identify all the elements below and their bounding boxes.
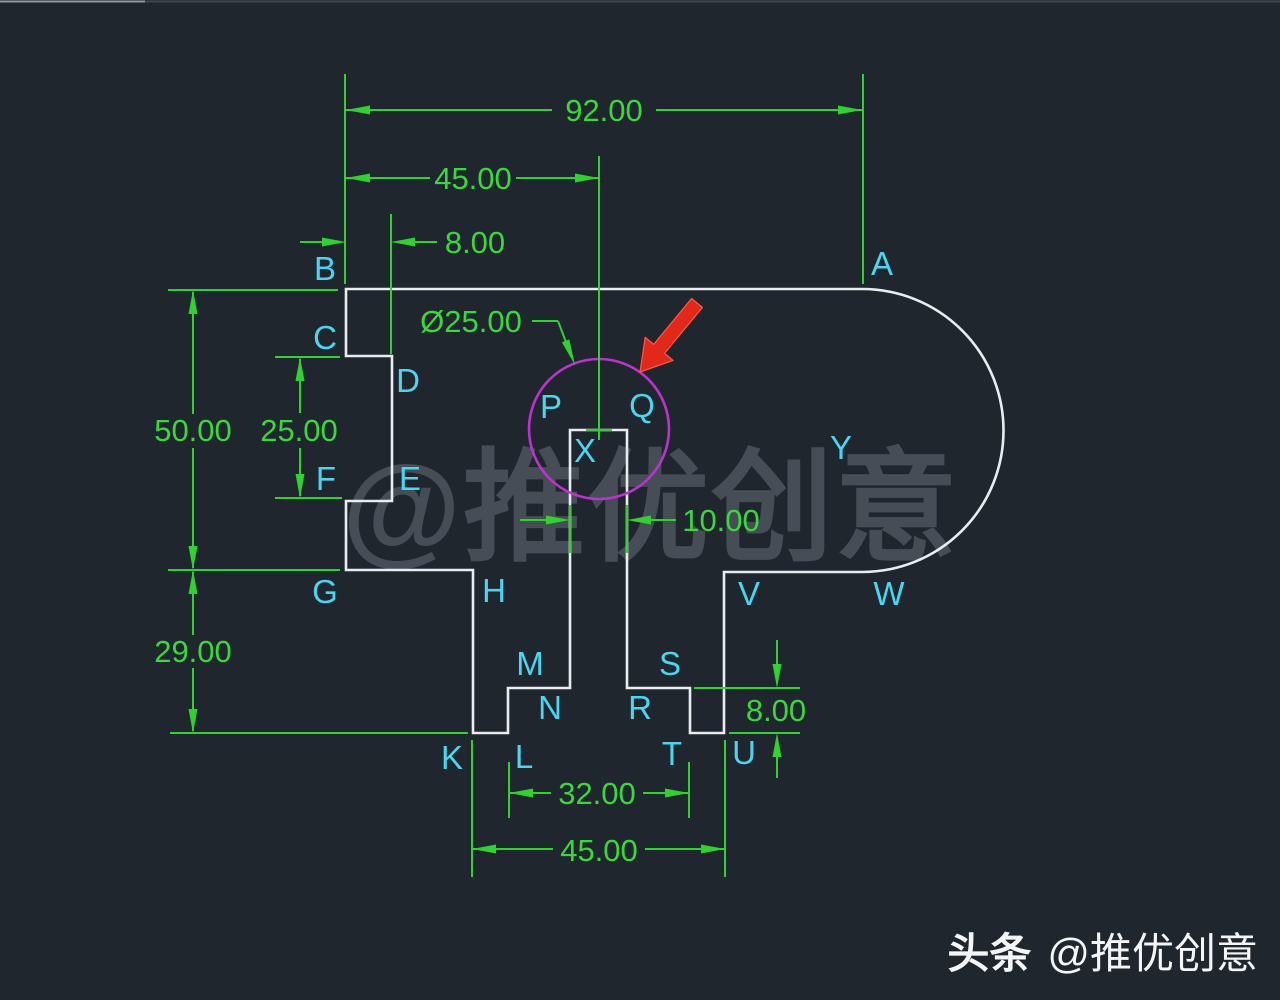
point-label-q: Q [629,387,655,424]
dimension-lines [168,74,864,877]
point-label-d: D [396,362,420,399]
point-label-n: N [538,689,562,726]
footer-brand-label: 头条 [947,930,1031,977]
point-label-m: M [516,645,544,682]
point-label-w: W [873,575,905,612]
point-label-k: K [441,739,463,776]
point-label-t: T [662,735,682,772]
part-outline [344,287,1005,735]
point-labels: A B C D E F G H K L M N P Q R S T U V W … [312,245,905,776]
point-label-l: L [515,738,533,775]
point-label-c: C [313,319,337,356]
dim-notch-depth: 8.00 [445,225,505,260]
point-label-h: H [482,572,506,609]
dim-left-height: 50.00 [154,413,232,448]
dim-notch-height: 25.00 [260,413,338,448]
red-pointer-arrow-icon [639,297,704,373]
dim-lower-height: 29.00 [154,634,232,669]
dim-outer-span: 45.00 [560,833,638,868]
footer-branding: 头条 @推优创意 [947,930,1258,977]
dimension-texts: 92.00 45.00 8.00 Ø25.00 50.00 25.00 10.0… [154,93,806,868]
point-label-v: V [738,575,760,612]
point-label-y: Y [830,429,852,466]
point-label-e: E [399,460,421,497]
point-label-s: S [659,645,681,682]
point-label-x: X [574,432,596,469]
dim-step-height: 8.00 [746,693,806,728]
point-label-a: A [871,245,893,282]
point-label-g: G [312,573,338,610]
dim-inner-span: 32.00 [558,776,636,811]
point-label-u: U [732,734,756,771]
dim-total-width: 92.00 [565,93,643,128]
footer-handle-label: @推优创意 [1047,930,1258,977]
point-label-r: R [628,689,652,726]
dim-slot-width: 10.00 [682,503,760,538]
point-label-b: B [314,250,336,287]
point-label-f: F [316,460,336,497]
watermark-text: @推优创意 [342,440,959,576]
point-label-p: P [540,388,562,425]
dim-circle-diameter: Ø25.00 [420,304,522,339]
dim-left-width: 45.00 [434,161,512,196]
dimension-arrowheads [188,105,862,854]
